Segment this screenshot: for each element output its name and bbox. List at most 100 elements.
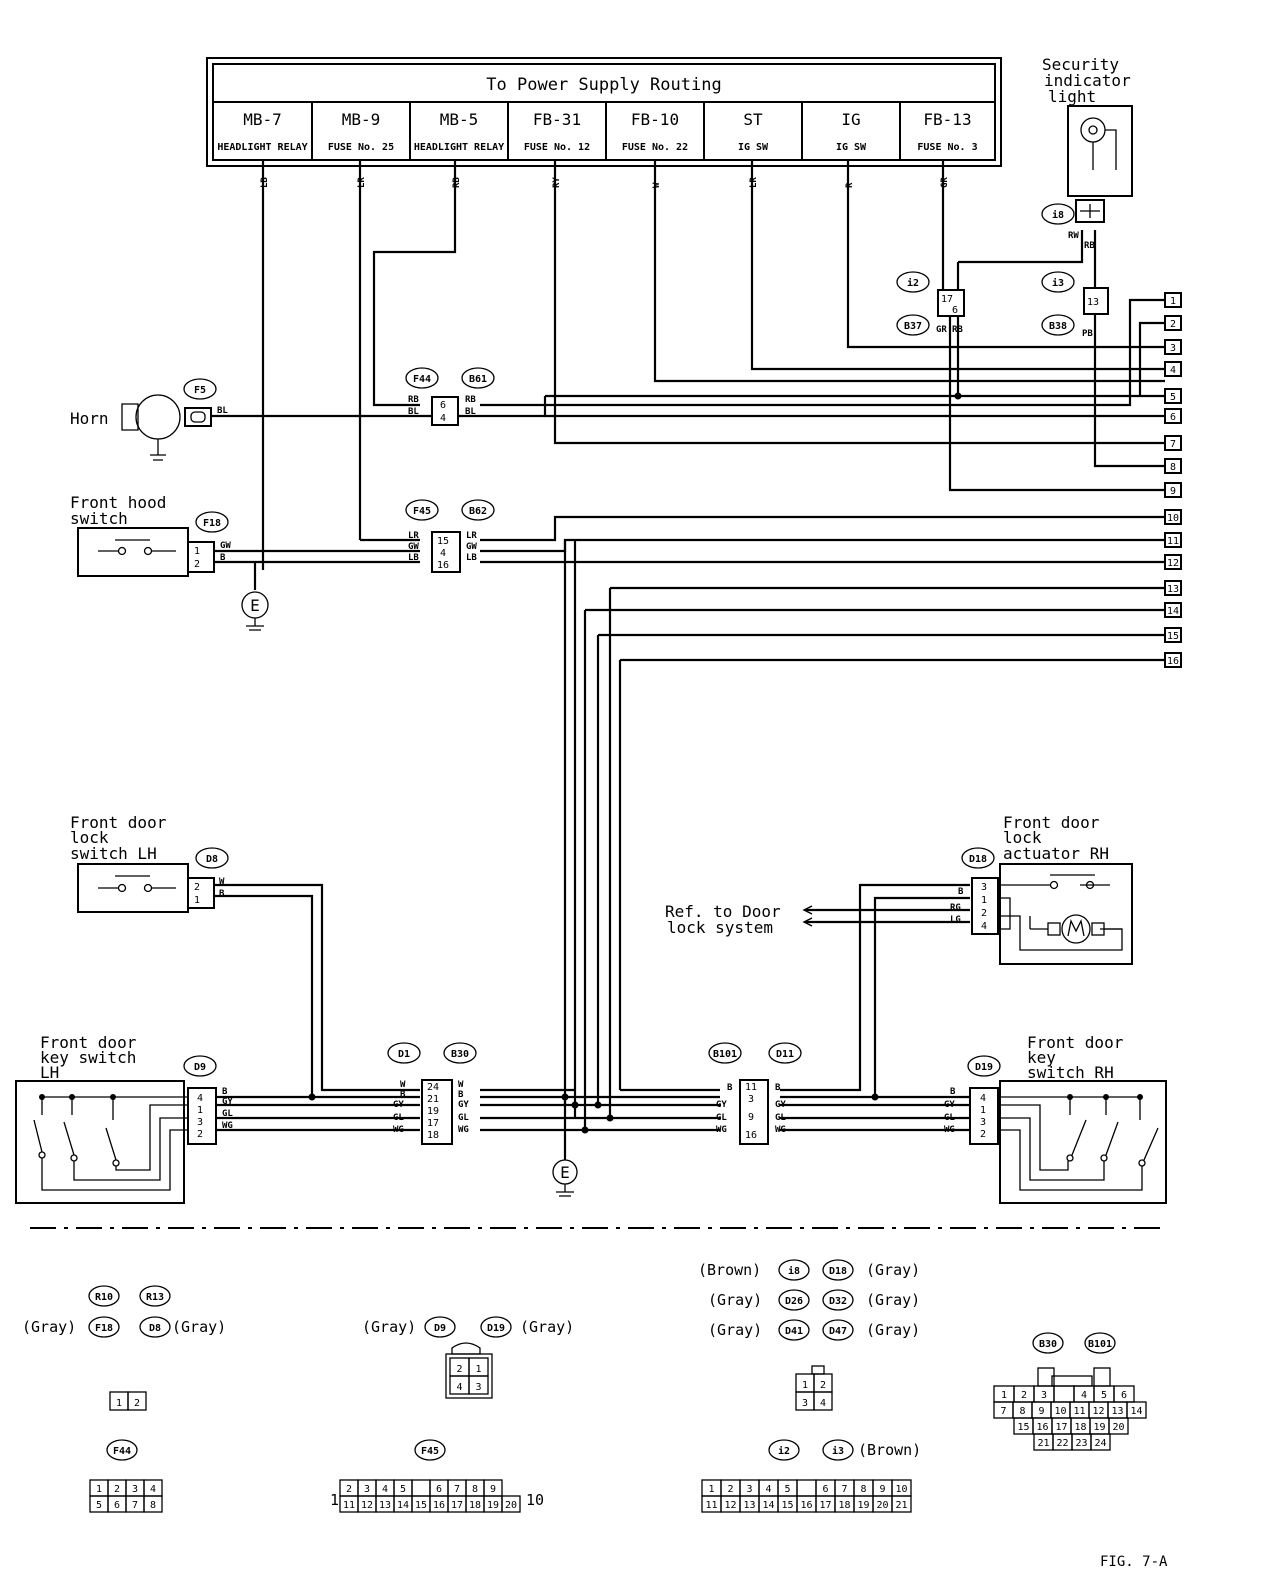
legend-b-row1-pin: 1 — [1001, 1390, 1007, 1401]
oval-d9 — [183, 1055, 217, 1077]
cell-code-2: MB-5 — [440, 110, 479, 129]
legend-b-row2-pin: 12 — [1092, 1406, 1104, 1417]
oval-b101 — [708, 1042, 742, 1064]
legend-g3-b-1-oval — [822, 1289, 854, 1311]
lock-switch-lh-label-1: Front door — [70, 813, 167, 832]
b101-wire-gy: GY — [716, 1100, 727, 1110]
legend-f45-bottom-pin: 12 — [361, 1500, 373, 1511]
legend-b-row2-pin: 11 — [1073, 1406, 1085, 1417]
legend-g3-a-1: D26 — [785, 1296, 803, 1307]
d1-wire-b: B — [400, 1090, 406, 1100]
horn-wire-label: BL — [217, 406, 228, 416]
f18-wire-b: B — [220, 553, 226, 563]
security-indicator-label-1: Security — [1042, 55, 1119, 74]
legend-d8-oval — [139, 1316, 171, 1338]
connector-f18: F18 — [203, 518, 221, 529]
terminal-5: 5 — [1170, 392, 1176, 403]
legend-f45: F45 — [421, 1446, 439, 1457]
d1-wire-gy: GY — [393, 1100, 404, 1110]
power-supply-title: To Power Supply Routing — [486, 75, 721, 95]
front-hood-switch: Front hood switch 1 2 GW B — [70, 493, 231, 577]
oval-d8 — [195, 847, 229, 869]
legend-b-row2-pin: 13 — [1111, 1406, 1123, 1417]
legend-b-row1-pin: 6 — [1121, 1390, 1127, 1401]
legend-b30-oval — [1032, 1332, 1064, 1354]
legend-b-row3-pin: 19 — [1093, 1422, 1105, 1433]
legend-b-row4-pin: 24 — [1094, 1438, 1106, 1449]
legend-f45-side-left: 1 — [330, 1491, 339, 1509]
key-switch-rh-label-2: key — [1027, 1048, 1056, 1067]
d11-wire-gy: GY — [775, 1100, 786, 1110]
d11-wire-wg: WG — [775, 1125, 786, 1135]
connector-f44: F44 — [413, 374, 431, 385]
oval-i2 — [896, 271, 930, 293]
d8-wire-b: B — [219, 889, 225, 899]
d18-wire-b: B — [958, 887, 964, 897]
legend-f45-bottom-pin: 20 — [505, 1500, 517, 1511]
d19-wire-b: B — [950, 1087, 956, 1097]
legend-i-top-pin: 10 — [895, 1484, 907, 1495]
cell-sub-2: HEADLIGHT RELAY — [414, 142, 504, 153]
legend-b-row4-pin: 23 — [1075, 1438, 1087, 1449]
d9-pin-1: 1 — [197, 1105, 203, 1116]
i3-pin-13: 13 — [1087, 297, 1099, 308]
f45-b62-connector: 15 4 16 LR GW LB LR GW LB — [408, 531, 477, 573]
cell-code-1: MB-9 — [342, 110, 381, 129]
indicator-wire-labels: RW RB 17 6 GR RB 13 PB — [936, 231, 1099, 339]
legend-f44-pin: 1 — [96, 1484, 102, 1495]
legend-b-row4-cell — [1090, 1433, 1111, 1451]
legend-b-row3-cell — [1108, 1417, 1129, 1435]
ground-label-1: E — [250, 596, 260, 615]
legend-i-top-pin: 6 — [822, 1484, 828, 1495]
figure-label: FIG. 7-A — [1100, 1554, 1168, 1570]
front-hood-label-1: Front hood — [70, 493, 166, 512]
legend-g3-b-1: D32 — [829, 1296, 847, 1307]
connector-b38: B38 — [1049, 321, 1067, 332]
terminal-12: 12 — [1167, 558, 1179, 569]
legend-g2-pin: 4 — [456, 1382, 462, 1393]
oval-i8 — [1041, 203, 1075, 225]
terminal-box-10 — [1164, 509, 1182, 525]
d11-pin-9: 9 — [748, 1112, 754, 1123]
security-indicator-label-3: light — [1048, 87, 1096, 106]
key-switch-rh-label-3: switch RH — [1027, 1063, 1114, 1082]
d1-b30-connector: W B GY GL WG 24 21 19 17 18 W B GY GL WG — [393, 1079, 469, 1145]
legend-f45-side-right: 10 — [526, 1491, 544, 1509]
legend-g2-pin: 2 — [456, 1364, 462, 1375]
legend-g1-cell — [127, 1391, 147, 1411]
terminal-6: 6 — [1170, 412, 1176, 423]
legend-f45-bottom-pin: 13 — [379, 1500, 391, 1511]
d18-wire-lg: LG — [950, 915, 961, 925]
f45-pin-15: 15 — [437, 536, 449, 547]
b30-pin-21: 21 — [427, 1094, 439, 1105]
legend-f18-oval — [88, 1316, 120, 1338]
b101-wire-wg: WG — [716, 1125, 727, 1135]
legend-r13-oval — [139, 1285, 171, 1307]
front-door-key-switch-rh: Front door key switch RH B GY GL WG 4 1 … — [944, 1033, 1167, 1204]
cell-sub-5: IG SW — [738, 142, 769, 153]
connector-f45: F45 — [413, 506, 431, 517]
legend-f45-top-cell — [411, 1479, 431, 1497]
terminal-13: 13 — [1167, 584, 1179, 595]
legend-b-row3-pin: 18 — [1074, 1422, 1086, 1433]
d9-wire-wg: WG — [222, 1121, 233, 1131]
oval-f18 — [195, 511, 229, 533]
legend-r10: R10 — [95, 1292, 113, 1303]
connector-d9: D9 — [194, 1062, 206, 1073]
front-door-lock-switch-lh: Front door lock switch LH 2 1 W B — [70, 813, 225, 913]
d1-wire-wg: WG — [393, 1125, 404, 1135]
f18-pin-1: 1 — [194, 546, 200, 557]
legend-i-bottom-pin: 16 — [800, 1500, 812, 1511]
d11-pin-11: 11 — [745, 1082, 757, 1093]
oval-b30 — [443, 1042, 477, 1064]
legend-f44-pin: 8 — [150, 1500, 156, 1511]
oval-d19 — [967, 1055, 1001, 1077]
b30-wire-b: B — [458, 1090, 464, 1100]
legend-f45-top-pin: 6 — [436, 1484, 442, 1495]
legend-b-row4-pin: 21 — [1037, 1438, 1049, 1449]
b61-wire-bl: BL — [465, 407, 476, 417]
i2-pin-17: 17 — [941, 294, 953, 305]
